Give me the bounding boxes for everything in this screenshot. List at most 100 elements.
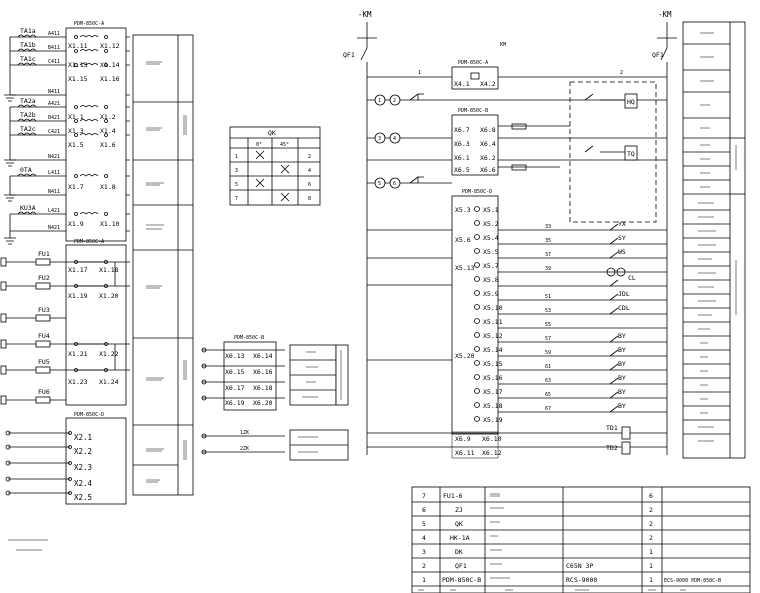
svg-text:X1.7: X1.7: [68, 183, 84, 191]
svg-text:X5.6: X5.6: [455, 236, 471, 244]
svg-text:X5.14: X5.14: [483, 346, 503, 354]
svg-text:X1.14: X1.14: [100, 61, 120, 69]
ct2-label-b: TA2b: [20, 111, 36, 119]
ct-zero-label: 0TA: [20, 166, 32, 174]
svg-text:BY: BY: [618, 360, 626, 368]
svg-text:X5.17: X5.17: [483, 388, 503, 396]
svg-text:X1.11: X1.11: [68, 42, 88, 50]
svg-text:X1.23: X1.23: [68, 378, 88, 386]
svg-text:X1.24: X1.24: [99, 378, 119, 386]
svg-text:X6.4: X6.4: [480, 140, 496, 148]
svg-text:X6.10: X6.10: [482, 435, 502, 443]
svg-text:X1.20: X1.20: [99, 292, 119, 300]
svg-text:X6.16: X6.16: [253, 368, 273, 376]
svg-text:51: 51: [545, 294, 551, 300]
voltage-circuits: PDM-850C-A FU1 FU2 FU3 FU4 FU5 FU6: [0, 239, 130, 406]
svg-text:N421: N421: [48, 154, 60, 160]
svg-text:X6.20: X6.20: [253, 399, 273, 407]
svg-text:X5.13: X5.13: [455, 264, 475, 272]
svg-text:B421: B421: [48, 115, 60, 121]
svg-text:C411: C411: [48, 59, 60, 65]
svg-text:X2.2: X2.2: [74, 447, 92, 456]
svg-text:3: 3: [378, 136, 381, 142]
svg-text:X6.5: X6.5: [454, 166, 470, 174]
svg-text:7: 7: [422, 492, 426, 500]
svg-text:X6.15: X6.15: [225, 368, 245, 376]
svg-text:61: 61: [545, 364, 551, 370]
svg-text:1: 1: [422, 576, 426, 584]
svg-text:PDM-850C-A: PDM-850C-A: [458, 60, 488, 66]
svg-text:6: 6: [422, 506, 426, 514]
svg-text:X2.1: X2.1: [74, 433, 92, 442]
svg-text:X1.9: X1.9: [68, 220, 84, 228]
svg-text:1: 1: [378, 98, 381, 104]
svg-text:X5.1: X5.1: [483, 206, 499, 214]
svg-text:2: 2: [649, 534, 653, 542]
svg-text:35: 35: [545, 238, 551, 244]
svg-text:X6.17: X6.17: [225, 384, 245, 392]
svg-text:X5.3: X5.3: [455, 206, 471, 214]
svg-text:BY: BY: [618, 374, 626, 382]
svg-text:X5.16: X5.16: [483, 374, 503, 382]
svg-text:X1.3: X1.3: [68, 127, 84, 135]
svg-text:QK: QK: [455, 520, 463, 528]
left-bus-label: -KM: [358, 10, 372, 19]
svg-text:PDM-850C-D: PDM-850C-D: [74, 412, 104, 418]
svg-text:QF1: QF1: [455, 562, 467, 570]
svg-text:1: 1: [649, 562, 653, 570]
svg-text:6: 6: [308, 182, 311, 188]
svg-text:BY: BY: [618, 346, 626, 354]
svg-text:X5.4: X5.4: [483, 234, 499, 242]
svg-text:X6.14: X6.14: [253, 352, 273, 360]
svg-text:JDL: JDL: [618, 290, 630, 298]
svg-text:53: 53: [545, 308, 551, 314]
svg-text:TD1: TD1: [606, 424, 618, 432]
svg-text:X1.8: X1.8: [100, 183, 116, 191]
notes: [8, 539, 48, 551]
svg-text:C421: C421: [48, 129, 60, 135]
svg-text:X5.20: X5.20: [455, 352, 475, 360]
svg-text:55: 55: [545, 322, 551, 328]
left-terminal-block: PDM-850C-A X1.11 X1.12 X1.13 X1.14 X1.15…: [65, 21, 127, 242]
svg-text:X5.10: X5.10: [483, 304, 503, 312]
svg-text:X5.15: X5.15: [483, 360, 503, 368]
svg-text:X2.3: X2.3: [74, 463, 92, 472]
svg-text:59: 59: [545, 350, 551, 356]
svg-text:BY: BY: [618, 402, 626, 410]
svg-text:SY: SY: [618, 234, 626, 242]
left-block-title: PDM-850C-A: [74, 21, 104, 27]
svg-text:57: 57: [545, 336, 551, 342]
svg-text:65: 65: [545, 392, 551, 398]
svg-text:5: 5: [422, 520, 426, 528]
ct-label-b: TA1b: [20, 41, 36, 49]
svg-text:3: 3: [235, 168, 238, 174]
svg-text:2: 2: [393, 98, 396, 104]
svg-text:CL: CL: [628, 274, 636, 282]
svg-text:2: 2: [649, 506, 653, 514]
svg-text:N411: N411: [48, 189, 60, 195]
svg-text:2ZK: 2ZK: [240, 446, 249, 452]
svg-text:X1.15: X1.15: [68, 75, 88, 83]
svg-text:X6.8: X6.8: [480, 126, 496, 134]
svg-text:X1.6: X1.6: [100, 141, 116, 149]
svg-text:45°: 45°: [280, 142, 289, 148]
svg-text:X6.11: X6.11: [455, 449, 475, 457]
parts-table: 7 FU1-6 6 6 ZJ 2 5 QK 2 4 HK-1A 2 3 DK 1…: [411, 486, 751, 593]
left-function-column: [132, 34, 194, 496]
svg-text:X1.22: X1.22: [99, 350, 119, 358]
bus-label: KM: [500, 42, 506, 48]
left-signal-block: PDM-850C-D X2.1 X2.2 X2.3 X2.4 X2.5: [5, 412, 127, 505]
right-bus-label: -KM: [658, 10, 672, 19]
svg-text:ECS-9000 PDM-850C-B: ECS-9000 PDM-850C-B: [664, 578, 721, 584]
svg-text:1: 1: [649, 576, 653, 584]
svg-text:N411: N411: [48, 89, 60, 95]
svg-text:YX: YX: [618, 220, 626, 228]
svg-text:DK: DK: [455, 548, 463, 556]
svg-text:ZJ: ZJ: [455, 506, 463, 514]
svg-text:PDM-850C-B: PDM-850C-B: [234, 335, 264, 341]
svg-text:X1.5: X1.5: [68, 141, 84, 149]
svg-text:X6.12: X6.12: [482, 449, 502, 457]
svg-text:X1.12: X1.12: [100, 42, 120, 50]
svg-text:X1.21: X1.21: [68, 350, 88, 358]
svg-text:WS: WS: [618, 248, 626, 256]
